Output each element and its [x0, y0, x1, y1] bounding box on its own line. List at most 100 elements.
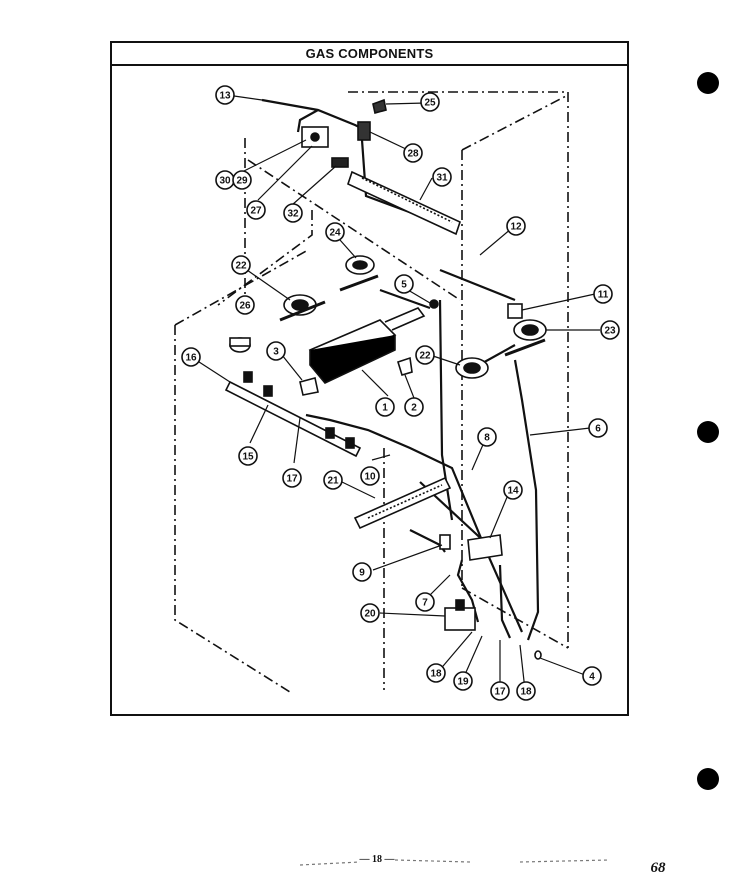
- callout-label: 9: [359, 568, 365, 579]
- callout-27: 27: [246, 200, 266, 220]
- leader-lines: [195, 95, 600, 691]
- callout-32: 32: [283, 203, 303, 223]
- binder-hole: [697, 421, 719, 443]
- page-code: 68: [651, 860, 667, 876]
- callout-label: 24: [329, 228, 341, 239]
- callout-10: 10: [360, 466, 380, 486]
- diagram-title: GAS COMPONENTS: [112, 43, 627, 66]
- callout-31: 31: [432, 167, 452, 187]
- callout-label: 17: [286, 474, 298, 485]
- callout-label: 25: [424, 98, 436, 109]
- callout-7: 7: [415, 592, 435, 612]
- callout-circle: [415, 345, 435, 365]
- callout-circle: [266, 341, 286, 361]
- callout-circle: [600, 320, 620, 340]
- callout-label: 30: [219, 176, 231, 187]
- callout-label: 22: [235, 261, 247, 272]
- callout-18: 18: [516, 681, 536, 701]
- callout-label: 12: [510, 222, 522, 233]
- callout-label: 19: [457, 677, 469, 688]
- callout-12: 12: [506, 216, 526, 236]
- callout-label: 4: [589, 672, 595, 683]
- callout-30: 30: [215, 170, 235, 190]
- callout-circle: [375, 397, 395, 417]
- callout-4: 4: [582, 666, 602, 686]
- callout-circle: [360, 603, 380, 623]
- callout-circle: [415, 592, 435, 612]
- callout-label: 11: [598, 290, 609, 301]
- callout-circle: [238, 446, 258, 466]
- callout-2: 2: [404, 397, 424, 417]
- callout-29: 29: [232, 170, 252, 190]
- callout-label: 7: [422, 598, 428, 609]
- callout-22: 22: [231, 255, 251, 275]
- callout-5: 5: [394, 274, 414, 294]
- callout-circle: [582, 666, 602, 686]
- callout-circle: [404, 397, 424, 417]
- cabinet-outline: [174, 91, 569, 693]
- callout-circle: [232, 170, 252, 190]
- callout-19: 19: [453, 671, 473, 691]
- callout-16: 16: [181, 347, 201, 367]
- callout-17: 17: [490, 681, 510, 701]
- callout-circle: [516, 681, 536, 701]
- callout-20: 20: [360, 603, 380, 623]
- callout-label: 2: [411, 403, 417, 414]
- callout-label: 8: [484, 433, 490, 444]
- callout-28: 28: [403, 143, 423, 163]
- callout-circle: [323, 470, 343, 490]
- callout-label: 15: [242, 452, 254, 463]
- callout-8: 8: [477, 427, 497, 447]
- callout-24: 24: [325, 222, 345, 242]
- callout-circle: [246, 200, 266, 220]
- callout-circle: [490, 681, 510, 701]
- callout-label: 3: [273, 347, 279, 358]
- binder-hole: [697, 72, 719, 94]
- callout-circle: [360, 466, 380, 486]
- callout-label: 31: [436, 173, 448, 184]
- callout-circle: [235, 295, 255, 315]
- callout-circle: [420, 92, 440, 112]
- callout-26: 26: [235, 295, 255, 315]
- callout-circle: [282, 468, 302, 488]
- callout-circle: [403, 143, 423, 163]
- callout-14: 14: [503, 480, 523, 500]
- component-parts: [224, 98, 547, 660]
- callout-circle: [283, 203, 303, 223]
- callout-label: 10: [364, 472, 376, 483]
- callout-circle: [426, 663, 446, 683]
- callout-3: 3: [266, 341, 286, 361]
- callout-label: 23: [604, 326, 616, 337]
- callout-label: 22: [419, 351, 431, 362]
- callout-label: 27: [250, 206, 262, 217]
- callout-label: 32: [287, 209, 299, 220]
- callout-label: 20: [364, 609, 376, 620]
- callout-circle: [453, 671, 473, 691]
- callout-label: 26: [239, 301, 251, 312]
- callout-circle: [231, 255, 251, 275]
- callout-6: 6: [588, 418, 608, 438]
- callout-label: 18: [520, 687, 532, 698]
- callout-circle: [477, 427, 497, 447]
- callout-circle: [506, 216, 526, 236]
- footer-smudge: [299, 859, 611, 866]
- callout-label: 13: [219, 91, 231, 102]
- binder-hole: [697, 768, 719, 790]
- callout-label: 18: [430, 669, 442, 680]
- diagram-frame: GAS COMPONENTS: [110, 41, 629, 716]
- callout-label: 17: [494, 687, 506, 698]
- callout-circle: [588, 418, 608, 438]
- callout-18: 18: [426, 663, 446, 683]
- callout-21: 21: [323, 470, 343, 490]
- callout-circle: [394, 274, 414, 294]
- callout-label: 14: [507, 486, 519, 497]
- callout-label: 6: [595, 424, 601, 435]
- callout-label: 28: [407, 149, 419, 160]
- callout-17: 17: [282, 468, 302, 488]
- callout-circle: [181, 347, 201, 367]
- callout-circle: [432, 167, 452, 187]
- callout-9: 9: [352, 562, 372, 582]
- callout-label: 29: [236, 176, 248, 187]
